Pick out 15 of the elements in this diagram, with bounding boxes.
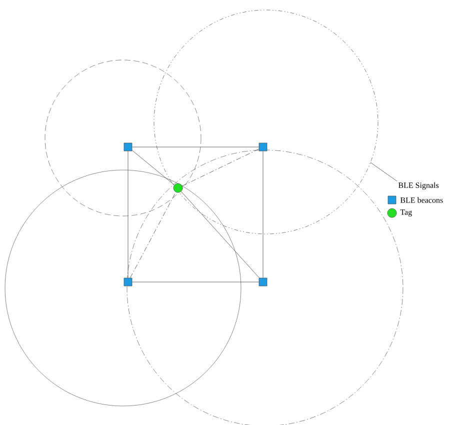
beacon-square (258, 278, 268, 286)
beacon-square (258, 142, 268, 152)
tag-dot (173, 183, 183, 193)
beacon-square (124, 142, 132, 152)
connector-line (182, 148, 259, 186)
connector-line (262, 151, 264, 278)
legend-label: BLE Signals (398, 182, 439, 190)
beacon-square (124, 278, 132, 286)
legend-label: BLE beacons (400, 197, 443, 203)
connector-line (132, 150, 175, 186)
leader-line (370, 162, 398, 182)
connector-line (132, 146, 259, 148)
connector-line (180, 191, 260, 278)
legend-label: Tag (400, 210, 412, 216)
connector-line (130, 192, 176, 278)
